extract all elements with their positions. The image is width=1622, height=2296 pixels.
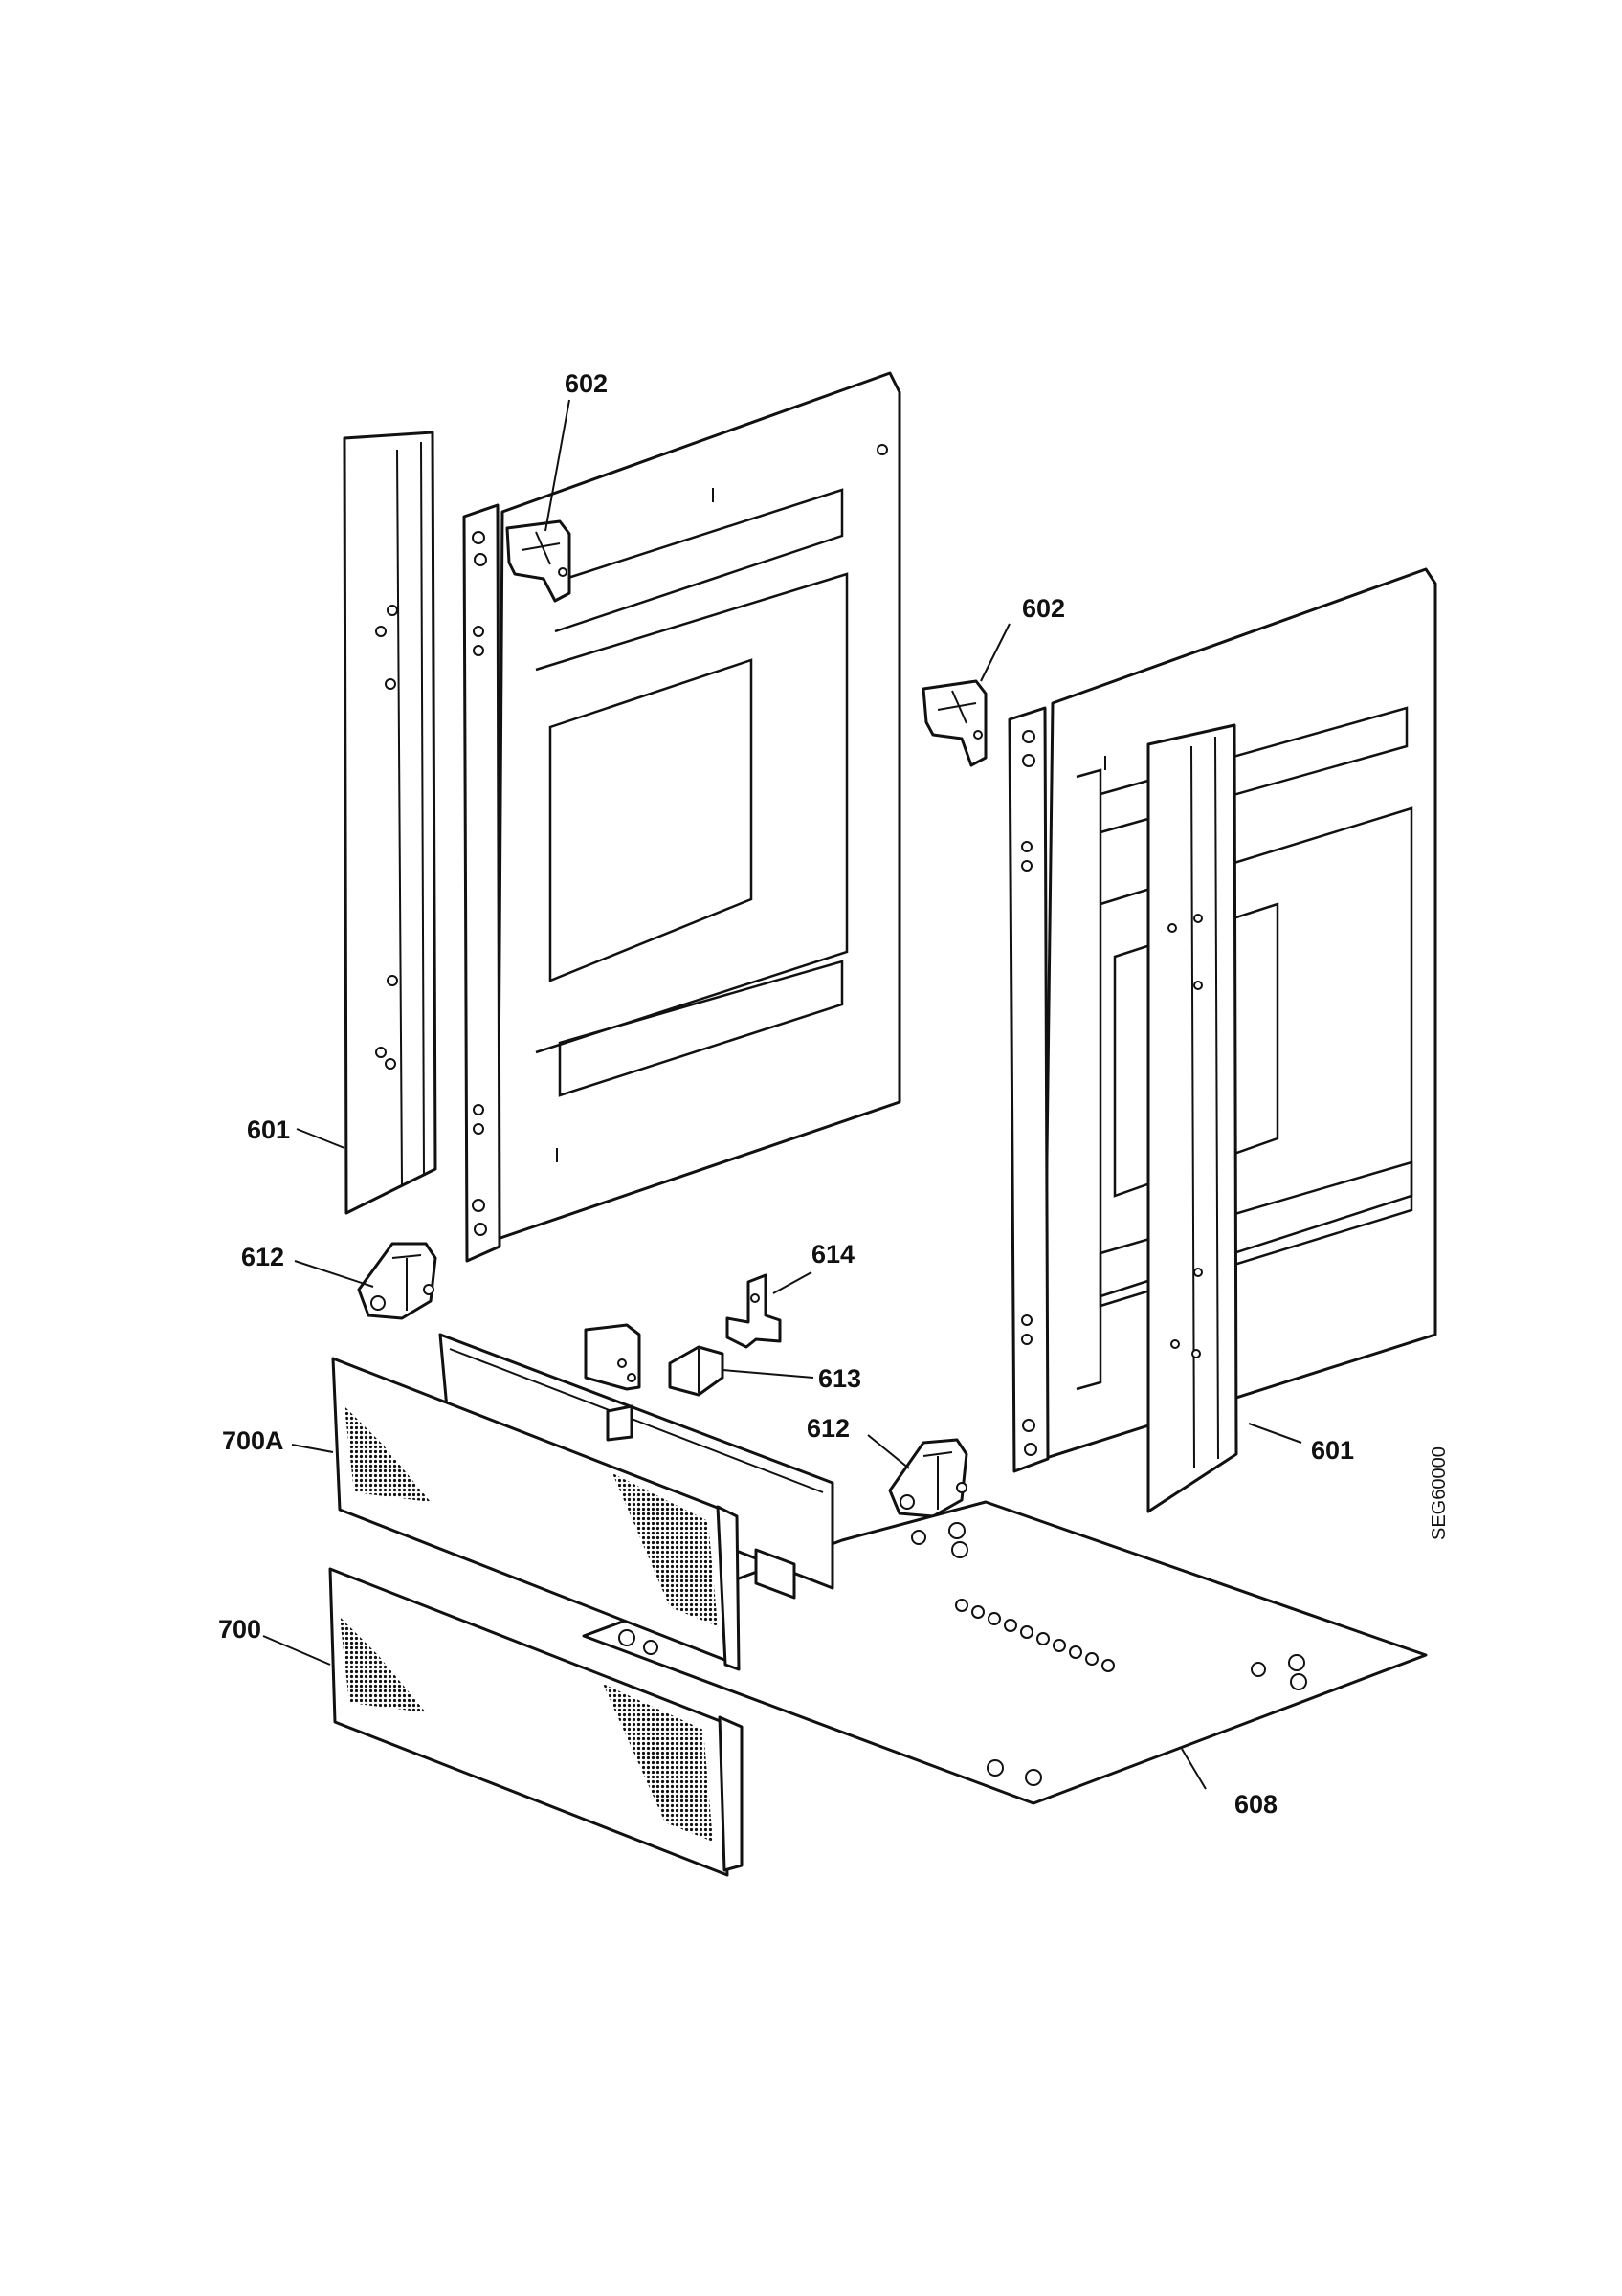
label-612-left: 612 xyxy=(241,1243,284,1271)
grille-panel-700A xyxy=(331,1357,741,1671)
hinge-bracket-602-left xyxy=(505,519,571,603)
label-612-right: 612 xyxy=(807,1414,850,1443)
trim-strip-601-left xyxy=(343,430,437,1215)
label-602-right: 602 xyxy=(1022,594,1065,623)
trim-strip-601-right xyxy=(1146,723,1238,1513)
label-614: 614 xyxy=(811,1240,855,1269)
label-602-left: 602 xyxy=(565,369,608,398)
side-panel-left xyxy=(462,371,901,1263)
label-608: 608 xyxy=(1234,1790,1278,1819)
grille-panel-700 xyxy=(328,1567,744,1877)
small-bracket xyxy=(584,1323,641,1391)
label-613: 613 xyxy=(818,1364,861,1393)
label-601-left: 601 xyxy=(247,1115,290,1144)
leader-lines xyxy=(262,399,1302,1790)
hinge-bracket-602-right xyxy=(922,679,988,767)
hinge-foot-612-left xyxy=(357,1242,437,1320)
label-700A: 700A xyxy=(222,1426,284,1455)
bracket-614 xyxy=(725,1273,782,1349)
label-700: 700 xyxy=(218,1615,261,1644)
switch-613 xyxy=(668,1345,724,1397)
side-panel-right xyxy=(1008,567,1437,1473)
drawing-code: SEG60000 xyxy=(1429,1446,1450,1540)
hinge-foot-612-right xyxy=(888,1438,968,1518)
label-601-right: 601 xyxy=(1311,1436,1354,1465)
